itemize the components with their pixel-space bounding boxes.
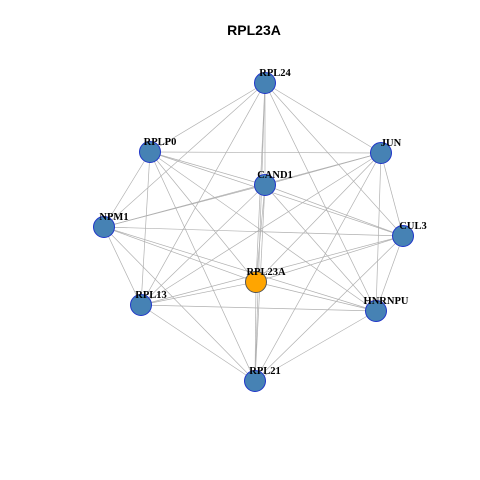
node-label-rpl21: RPL21	[249, 366, 281, 377]
node-label-cand1: CAND1	[257, 170, 293, 181]
edge-npm1-rpl13	[103, 226, 142, 306]
edge-rpl24-npm1	[103, 82, 266, 228]
edge-jun-hnrnpu	[375, 152, 382, 312]
nodes-layer	[93, 72, 414, 392]
edge-cand1-rpl23a	[255, 184, 266, 283]
edge-cul3-hnrnpu	[375, 235, 404, 312]
edge-rplp0-rpl21	[149, 151, 256, 382]
edge-cul3-rpl13	[140, 235, 404, 306]
edge-cand1-hnrnpu	[264, 184, 377, 312]
node-label-jun: JUN	[381, 138, 402, 149]
edge-jun-rpl21	[254, 152, 382, 382]
graph-title: RPL23A	[227, 22, 281, 38]
edge-rpl13-hnrnpu	[140, 304, 377, 312]
node-rpl21[interactable]	[244, 370, 266, 392]
node-cul3[interactable]	[392, 225, 414, 247]
node-rpl23a[interactable]	[245, 271, 267, 293]
edge-rplp0-cul3	[149, 151, 404, 237]
edge-rpl23a-hnrnpu	[255, 281, 377, 312]
edge-cand1-rpl13	[140, 184, 266, 306]
node-label-hnrnpu: HNRNPU	[364, 296, 409, 307]
edge-rpl23a-rpl13	[140, 281, 257, 306]
node-cand1[interactable]	[254, 174, 276, 196]
edge-npm1-cul3	[103, 226, 404, 237]
edge-rpl24-rpl13	[140, 82, 266, 306]
edge-cul3-rpl21	[254, 235, 404, 382]
edge-npm1-rpl23a	[103, 226, 257, 283]
edge-cul3-rpl23a	[255, 235, 404, 283]
node-hnrnpu[interactable]	[365, 300, 387, 322]
edge-jun-rpl23a	[255, 152, 382, 283]
node-npm1[interactable]	[93, 216, 115, 238]
node-rpl13[interactable]	[130, 294, 152, 316]
edge-rpl13-rpl21	[140, 304, 256, 382]
edge-hnrnpu-rpl21	[254, 310, 377, 382]
edge-cand1-npm1	[103, 184, 266, 228]
edge-rpl24-jun	[264, 82, 382, 154]
edge-jun-cul3	[380, 152, 404, 237]
node-label-rpl23a: RPL23A	[246, 267, 286, 278]
edge-rpl24-cul3	[264, 82, 404, 237]
edges-layer	[103, 82, 404, 382]
edge-rpl24-hnrnpu	[264, 82, 377, 312]
edge-rpl24-rplp0	[149, 82, 266, 153]
node-rpl24[interactable]	[254, 72, 276, 94]
node-jun[interactable]	[370, 142, 392, 164]
node-label-rplp0: RPLP0	[144, 137, 177, 148]
edge-jun-rplp0	[149, 151, 382, 154]
edge-rplp0-rpl23a	[149, 151, 257, 283]
edge-npm1-hnrnpu	[103, 226, 377, 312]
edge-npm1-rpl21	[103, 226, 256, 382]
edge-rplp0-cand1	[149, 151, 266, 186]
node-label-rpl13: RPL13	[135, 290, 167, 301]
node-rplp0[interactable]	[139, 141, 161, 163]
edge-rplp0-npm1	[103, 151, 151, 228]
node-label-cul3: CUL3	[399, 221, 426, 232]
node-label-npm1: NPM1	[99, 212, 128, 223]
edge-rpl23a-rpl21	[254, 281, 257, 382]
node-label-rpl24: RPL24	[259, 68, 291, 79]
edge-cand1-cul3	[264, 184, 404, 237]
